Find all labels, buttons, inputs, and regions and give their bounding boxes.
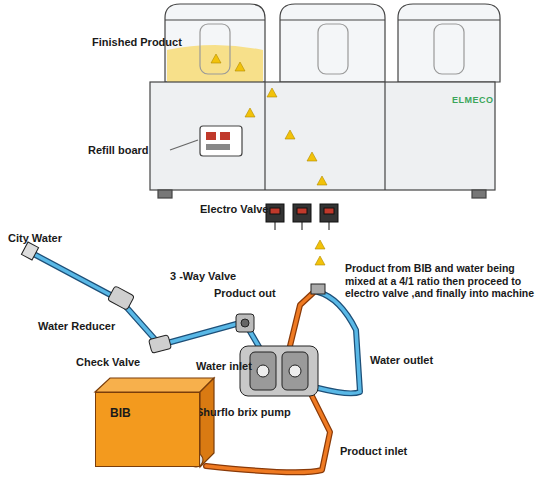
bib-box-faces bbox=[95, 378, 214, 467]
electro-valves bbox=[266, 204, 338, 230]
part-label: Shurflo brix pump bbox=[196, 406, 291, 419]
part-label: Electro Valve bbox=[200, 203, 269, 216]
box-label: BIB bbox=[110, 406, 131, 420]
part-label: Product inlet bbox=[340, 445, 407, 458]
part-label: Water inlet bbox=[196, 360, 252, 373]
part-label: Water Reducer bbox=[38, 320, 115, 333]
product-hoses bbox=[206, 292, 330, 472]
bib-box: BIB bbox=[95, 392, 200, 467]
part-label: 3 -Way Valve bbox=[170, 270, 236, 283]
machine-body bbox=[150, 82, 495, 198]
flow-arrows bbox=[211, 54, 327, 265]
part-label: Water outlet bbox=[370, 354, 433, 367]
fittings bbox=[21, 242, 325, 353]
part-label: Check Valve bbox=[76, 356, 140, 369]
note-text: Product from BIB and water being mixed a… bbox=[345, 262, 541, 300]
part-label: Finished Product bbox=[92, 36, 182, 49]
part-label: Product out bbox=[214, 287, 276, 300]
part-label: City Water bbox=[8, 232, 62, 245]
brand-logo: ELMECO bbox=[452, 94, 494, 107]
part-label: Refill board bbox=[88, 144, 149, 157]
machine-bowls bbox=[165, 4, 500, 82]
